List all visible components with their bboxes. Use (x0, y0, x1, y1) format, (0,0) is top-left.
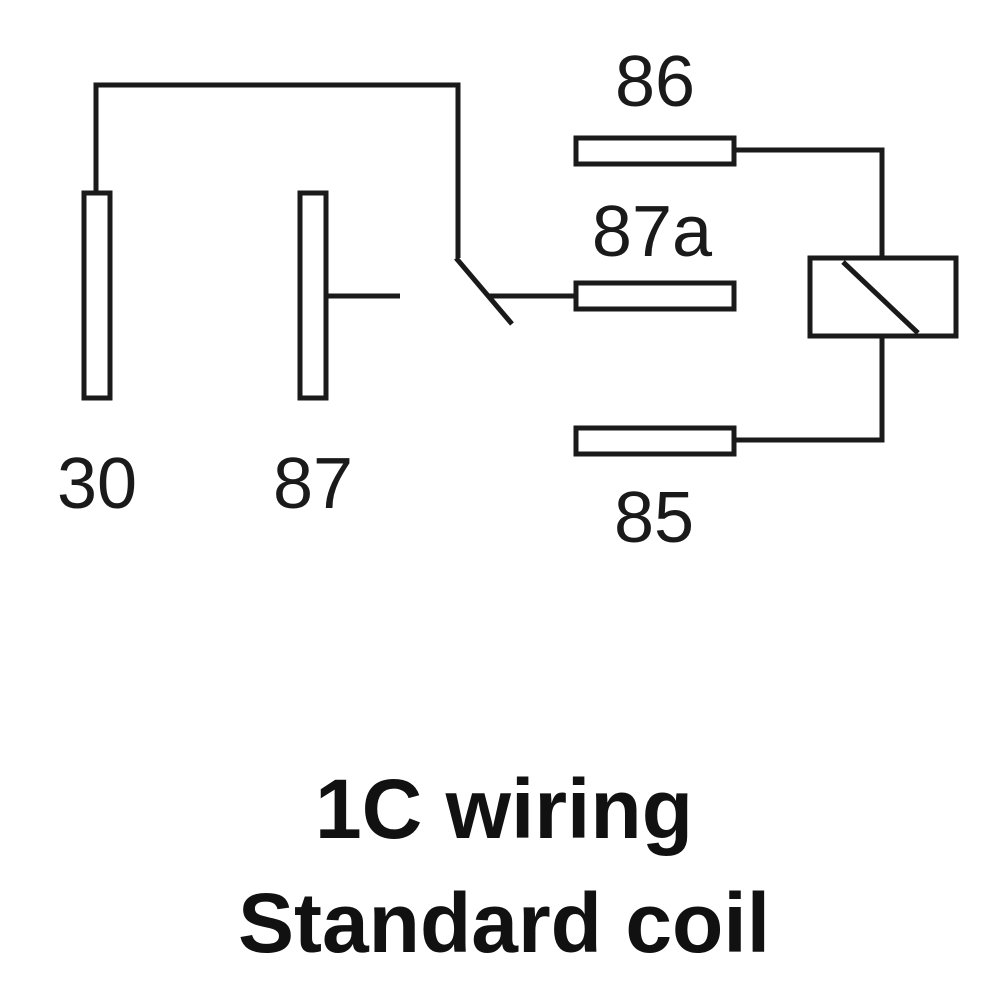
pin-87a-label: 87a (592, 192, 713, 272)
wire-86-to-coil (736, 147, 885, 258)
switch-arm (454, 256, 514, 326)
wire-30-to-switch (93, 82, 461, 258)
caption-line-1: 1C wiring (315, 762, 693, 856)
pin-85-terminal (573, 425, 737, 457)
caption-line-2: Standard coil (238, 876, 770, 970)
pin-86-label: 86 (615, 42, 695, 122)
pin-87-label: 87 (273, 444, 353, 524)
pin-30-label: 30 (57, 444, 137, 524)
pin-86-terminal (573, 135, 737, 167)
pin-87-terminal (297, 190, 329, 401)
pin-85-label: 85 (614, 478, 694, 558)
coil-diagonal (841, 260, 920, 335)
pin-87a-terminal (573, 280, 737, 312)
wire-coil-to-85 (736, 336, 885, 443)
pin-30-terminal (81, 190, 113, 401)
